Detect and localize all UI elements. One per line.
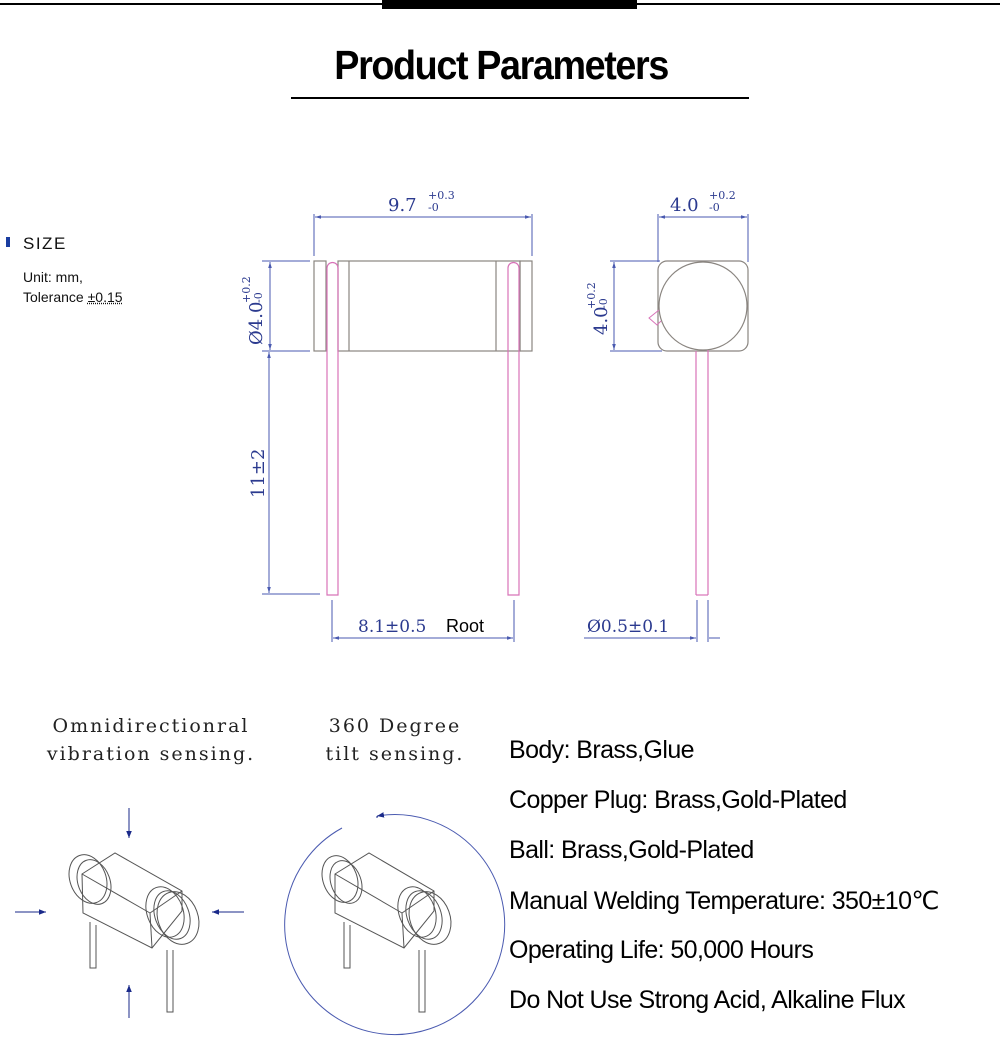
unit-text: Unit: mm, [23,269,83,285]
length-tol-minus: -0 [428,201,439,214]
side-height-value: 4.0 [591,306,612,335]
tilt-illustration [284,812,506,1036]
tolerance-text: Tolerance ±0.15 [23,287,123,307]
lead-length-value: 11±2 [248,449,269,498]
tolerance-label: Tolerance [23,289,88,305]
side-height-tol-plus: +0.2 [585,282,598,309]
title-underline [291,97,749,99]
lead-pitch-value: 8.1±0.5 [358,617,426,637]
diameter-tol-minus: -0 [252,292,265,303]
front-view [262,214,533,642]
length-tol-plus: +0.3 [428,189,455,202]
spec-operating-life: Operating Life: 50,000 Hours [509,936,814,964]
spec-copper-plug: Copper Plug: Brass,Gold-Plated [509,786,847,814]
vibration-illustration [68,852,200,1013]
side-view [584,214,749,642]
length-value: 9.7 [388,195,417,216]
section-heading: SIZE [23,234,67,253]
spec-flux-warning: Do Not Use Strong Acid, Alkaline Flux [509,986,906,1014]
top-divider-block [382,0,637,9]
section-marker [6,237,10,247]
side-height-tol-minus: -0 [597,298,610,309]
lead-pitch-suffix: Root [446,616,484,636]
side-width-tol-minus: -0 [709,201,720,214]
top-divider-left [0,3,383,5]
diameter-value: Ø4.0 [246,302,267,345]
spec-welding-temperature: Manual Welding Temperature: 350±10℃ [509,887,939,915]
side-width-value: 4.0 [670,195,699,216]
feature-caption-tilt: 360 Degree tilt sensing. [325,715,465,765]
diameter-tol-plus: +0.2 [240,276,253,303]
spec-body: Body: Brass,Glue [509,736,695,764]
tolerance-value: ±0.15 [87,289,123,305]
side-width-tol-plus: +0.2 [709,189,736,202]
lead-diameter-value: Ø0.5±0.1 [587,617,669,637]
page-title: Product Parameters [334,42,669,88]
top-divider-right [636,3,1000,5]
feature-caption-vibration: Omnidirectionral vibration sensing. [46,715,256,765]
spec-ball: Ball: Brass,Gold-Plated [509,836,754,864]
